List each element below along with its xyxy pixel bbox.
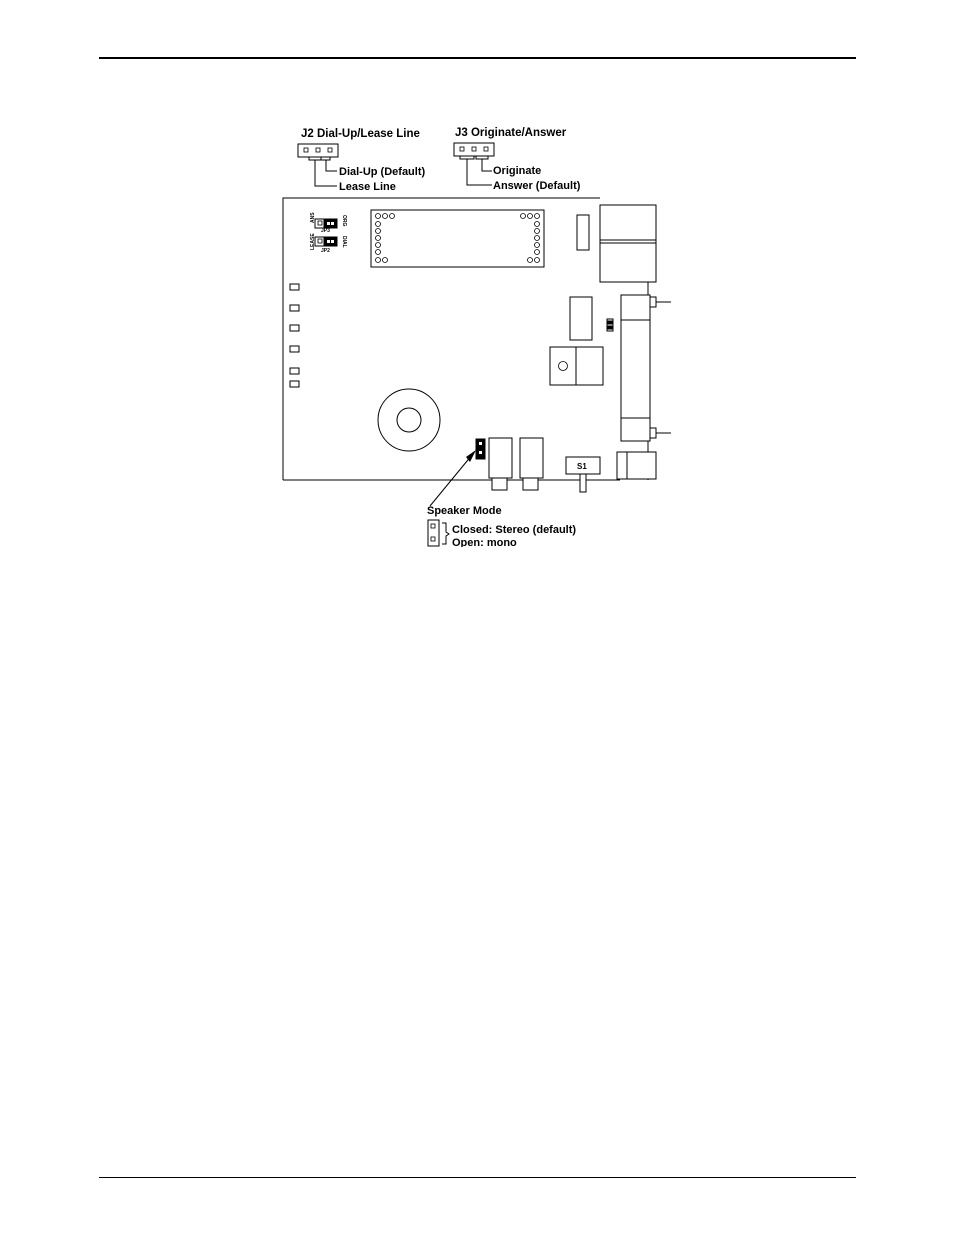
board-label-jp3: JP3 [321,228,330,234]
speaker-mode-closed: Closed: Stereo (default) [452,524,576,536]
s1-label: S1 [577,462,587,471]
j2-title: J2 Dial-Up/Lease Line [301,128,420,140]
j2-jumper-icon [298,144,338,157]
board-component-small [577,215,589,250]
j3-title: J3 Originate/Answer [455,127,567,139]
modem-module [371,210,544,267]
audio-jack-right [520,438,543,490]
j3-option-originate: Originate [493,165,541,177]
j2-option-lease: Lease Line [339,181,396,193]
speaker-icon [378,389,440,451]
rj11-jacks [600,205,656,282]
j3-option-answer: Answer (Default) [493,180,581,192]
board-label-dial: DIAL [341,236,347,248]
board-speaker-jumper [476,439,485,459]
board-chip-vertical [570,297,592,340]
board-label-lease: LEASE [310,233,316,250]
board-small-jumper [607,319,613,331]
j3-originate-leader [482,159,492,171]
j3-answer-leader [467,159,492,185]
footer-rule [99,1177,856,1178]
board-label-jp2: JP2 [321,248,330,254]
board-jp3-jumper [315,219,337,228]
j3-jumper-icon [454,143,494,156]
board-jp2-jumper [315,237,337,246]
voltage-regulator [550,347,603,385]
j2-dialup-leader [326,160,337,171]
speaker-mode-jumper-icon [428,520,439,546]
board-label-ans: ANS [310,212,316,223]
speaker-mode-title: Speaker Mode [427,505,502,517]
audio-jack-left [489,438,512,490]
board-label-org: ORG [341,215,347,227]
power-connector [617,452,656,479]
led-column [290,284,299,387]
db25-serial-connector [621,295,671,441]
speaker-mode-bracket [442,523,449,544]
j2-option-dialup: Dial-Up (Default) [339,166,426,178]
